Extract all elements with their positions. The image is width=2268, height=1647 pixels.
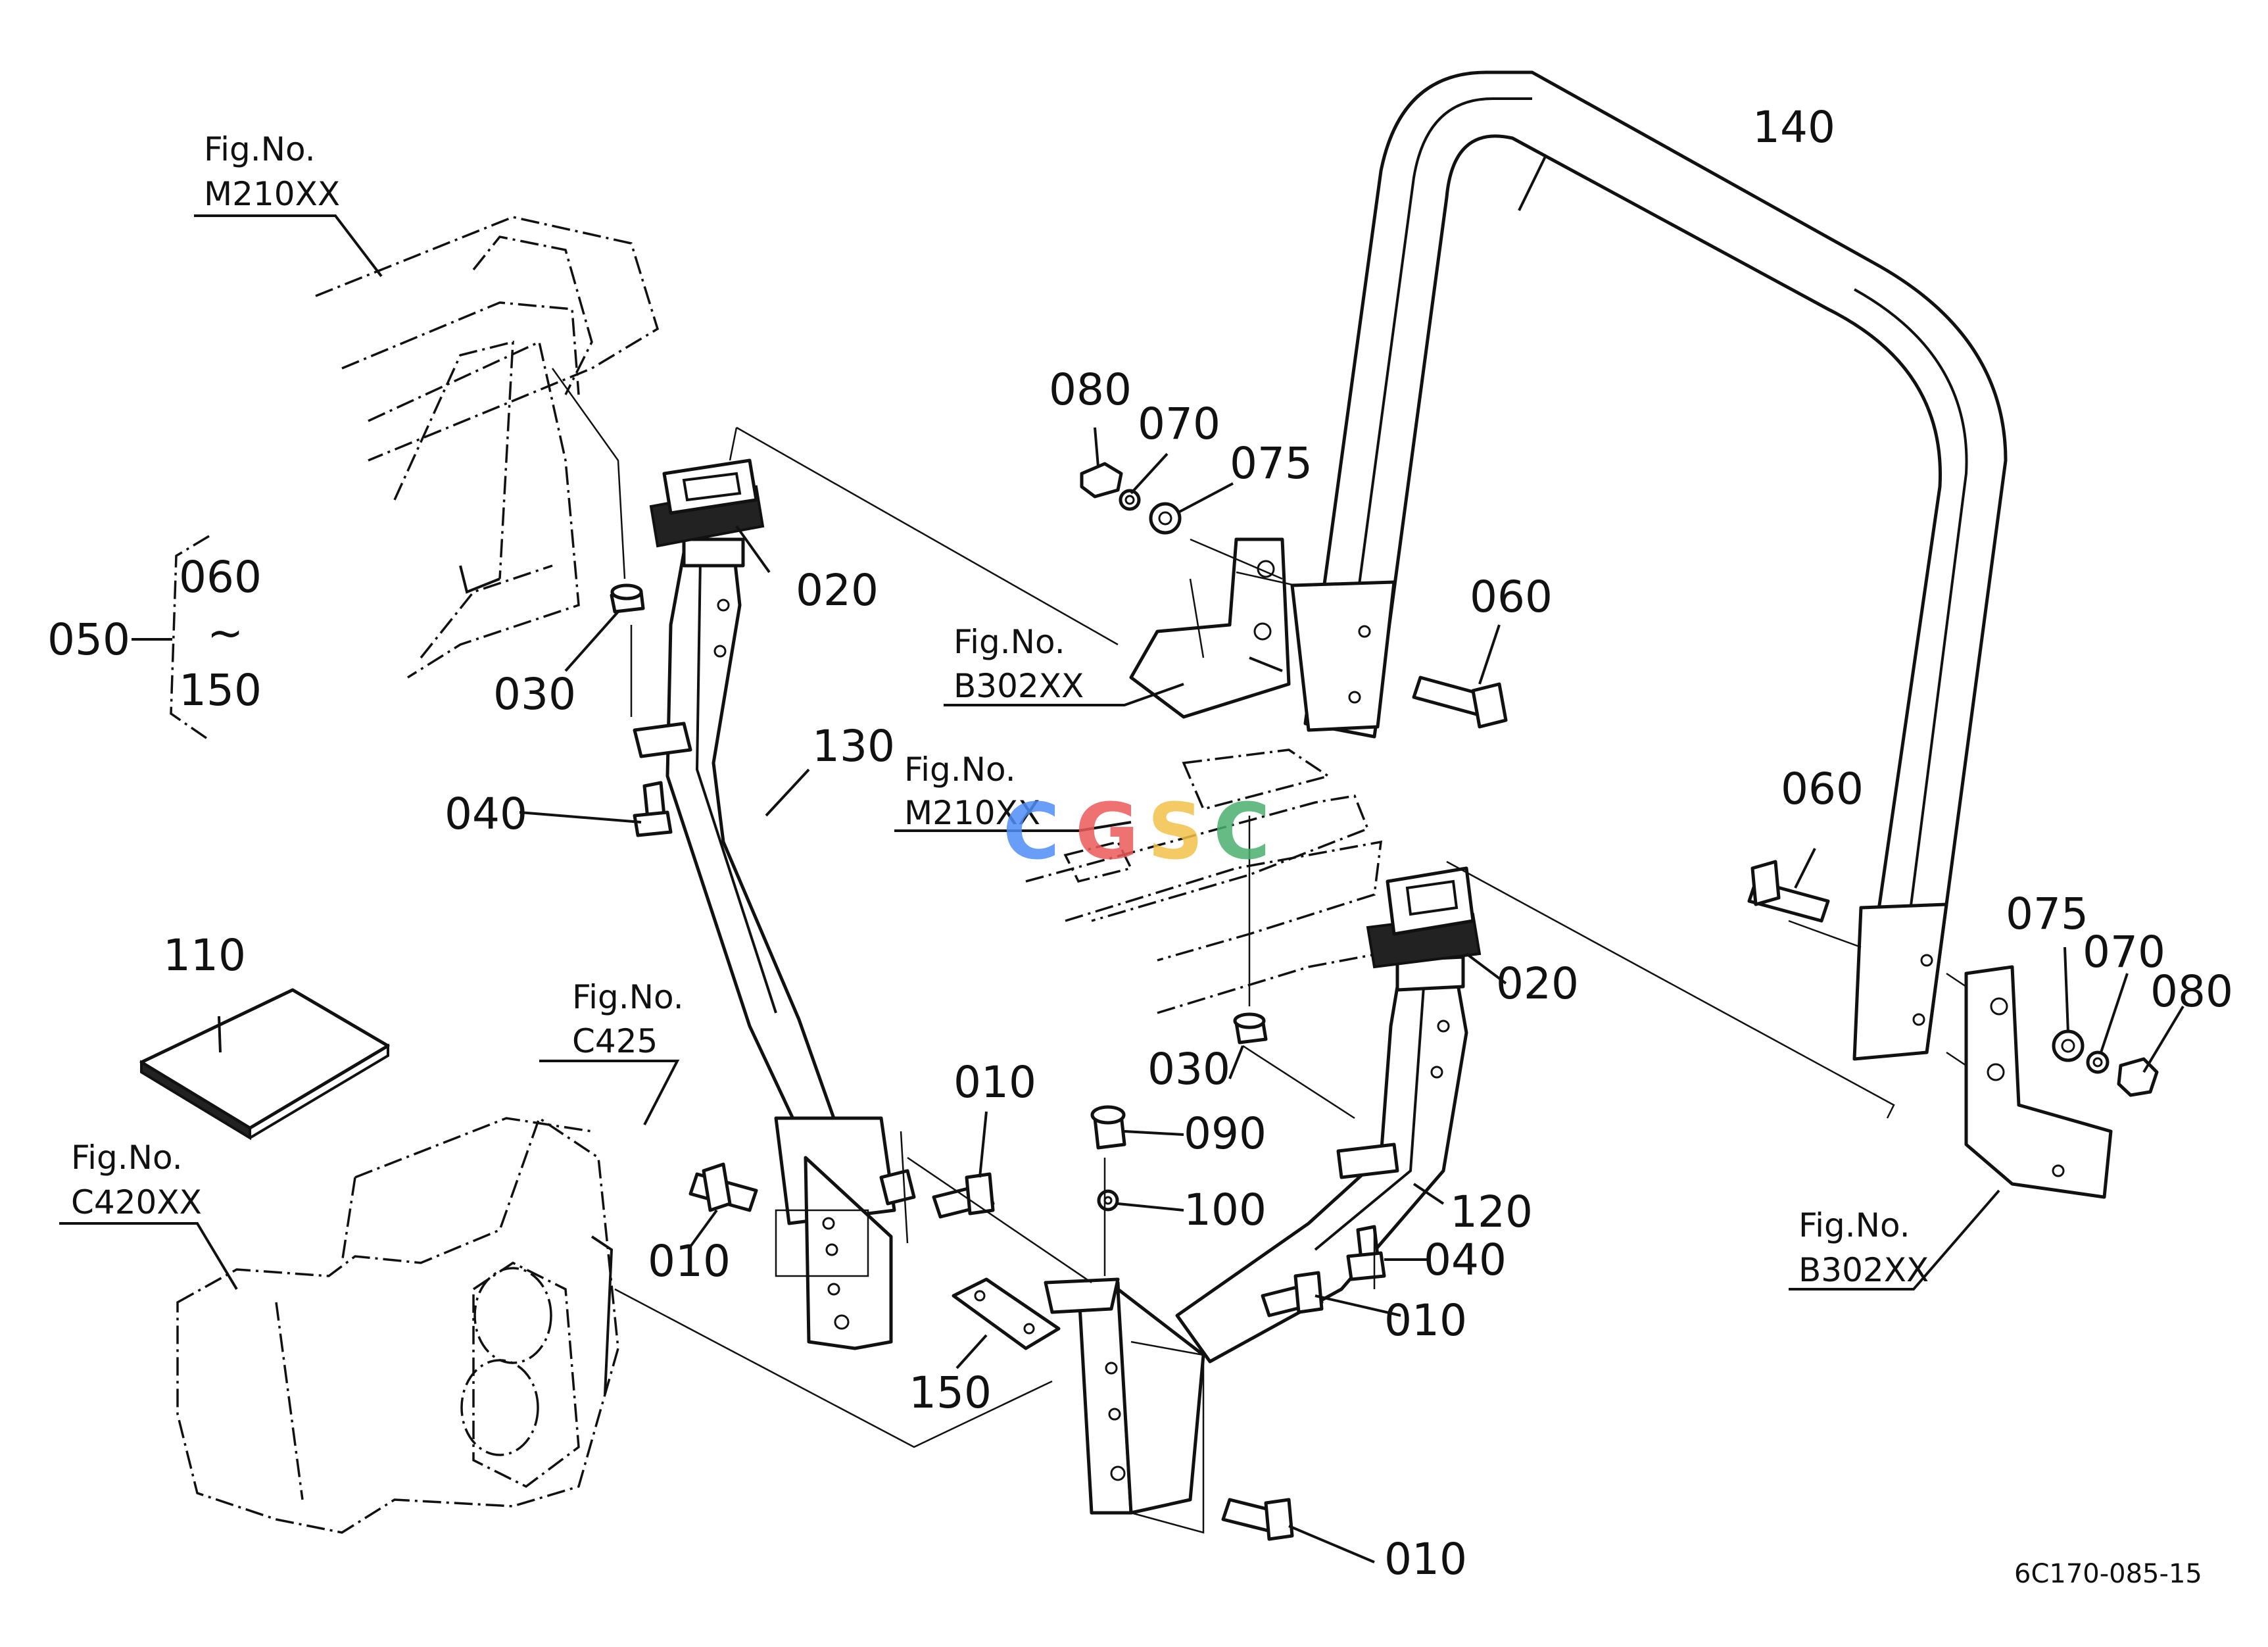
context-transmission [176,1116,619,1534]
fig-ref-label-5: Fig.No. [71,1139,183,1177]
figure-ref-leaders [59,214,2000,1291]
figure-refs: Fig.No. M210XX Fig.No. B302XX Fig.No. M2… [71,130,1929,1289]
part-number-070-lower: 070 [2083,927,2165,977]
fig-ref-label-2: Fig.No. [953,623,1065,661]
group-label: 050 [47,614,130,665]
fig-ref-code-4: C425 [572,1022,658,1060]
part-number-010-right: 010 [1384,1295,1467,1346]
bolt-060-upper [1412,676,1508,729]
right-post-120 [1044,955,1468,1515]
bracket-left-b302xx [1129,537,1291,719]
part-number-030-left: 030 [493,669,576,720]
bolts-010 [688,1162,1324,1541]
part-number-100: 100 [1184,1185,1267,1235]
fig-ref-code-5: C420XX [71,1183,202,1221]
left-post-130 [633,537,916,1350]
assembly-lines [614,426,1967,1534]
part-number-040-left: 040 [445,789,527,839]
bolt-060-lower [1747,860,1830,923]
part-number-020-right: 020 [1496,958,1579,1009]
part-number-labels: 140 080 070 075 060 020 030 040 130 110 … [163,102,2233,1585]
drawing-number: 6C170-085-15 [2014,1559,2202,1589]
part-number-110: 110 [163,930,246,981]
group-to: 150 [179,665,262,716]
part-number-010-bottom: 010 [1384,1534,1467,1585]
part-number-140: 140 [1752,102,1835,153]
part-number-020-left: 020 [796,565,879,616]
fig-ref-code-6: B302XX [1798,1251,1929,1289]
nut-washers-upper [1080,462,1182,535]
watermark-logo: C G S C [1003,786,1270,877]
rubber-mount-020-right [1366,866,1482,969]
watermark-letter-g: G [1075,786,1139,877]
part-number-150: 150 [909,1367,992,1418]
callout-leaders [218,156,2184,1563]
context-frame-upper-left [315,216,660,679]
manual-110 [139,988,390,1141]
part-number-080-upper: 080 [1049,364,1132,415]
part-number-090: 090 [1184,1108,1267,1159]
plate-150 [952,1277,1061,1350]
part-number-060-upper: 060 [1470,572,1553,622]
fig-ref-code-3: M210XX [904,794,1040,832]
part-number-060-lower: 060 [1781,764,1864,814]
fig-ref-label-3: Fig.No. [904,750,1016,789]
fig-ref-label-1: Fig.No. [204,130,316,168]
part-number-040-right: 040 [1424,1235,1507,1285]
fig-ref-code-2: B302XX [953,667,1084,705]
part-number-075-lower: 075 [2006,889,2088,939]
part-number-075-upper: 075 [1230,438,1313,489]
watermark-letter-c1: C [1003,786,1060,877]
bracket-right-b302xx [1964,965,2113,1199]
part-number-010-left: 010 [648,1236,731,1287]
part-number-120: 120 [1450,1187,1533,1237]
group-from: 060 [179,552,262,602]
part-number-010-center: 010 [953,1057,1036,1108]
rubber-mount-020-left [649,458,765,548]
part-number-130: 130 [812,721,895,772]
fasteners-090-100 [1090,1105,1126,1212]
part-number-080-lower: 080 [2150,966,2233,1017]
watermark-letter-c2: C [1213,786,1270,877]
watermark-letter-s: S [1147,786,1203,877]
fig-ref-label-6: Fig.No. [1798,1206,1910,1244]
group-tilde: ~ [207,608,243,658]
part-number-030-right: 030 [1147,1044,1230,1094]
nut-washers-lower [2052,1029,2159,1097]
part-number-070-upper: 070 [1138,399,1220,449]
fig-ref-label-4: Fig.No. [572,978,684,1016]
fig-ref-code-1: M210XX [204,175,340,213]
rollover-bar-140 [1290,70,2008,1061]
group-bracket-050: 050 060 ~ 150 [47,535,262,741]
